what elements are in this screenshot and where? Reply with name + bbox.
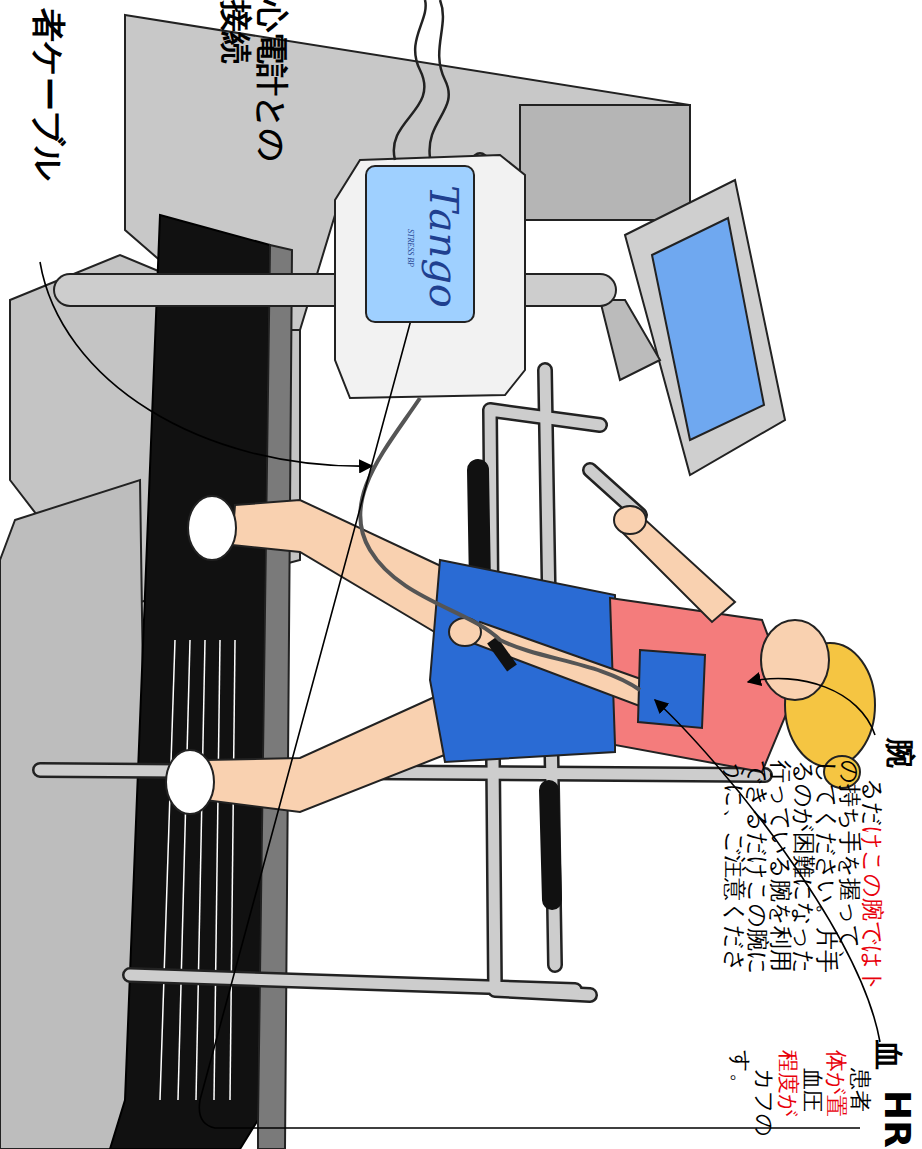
text-run: 体が置 <box>824 1050 849 1117</box>
text-run: るだ <box>860 778 886 826</box>
ecg-wires <box>394 0 449 160</box>
monitor-housing <box>335 155 525 398</box>
model-name: STRESS BP <box>406 229 415 267</box>
text-line: す。 <box>728 1050 752 1137</box>
text-run: けこの腕ではト <box>860 826 886 993</box>
text-line: るのが困難になった <box>792 760 815 993</box>
callout-heading: HR <box>877 1090 918 1148</box>
callout-note: るだけこの腕ではトの持ち手を握って、してください。片手るのが困難になった行ってい… <box>723 760 884 993</box>
text-line: うに、ご注意くださ <box>723 760 746 993</box>
monitor-mount <box>600 300 660 380</box>
monitor-screen-box: Tango STRESS BP <box>365 165 475 323</box>
text-line: るだけこの腕ではト <box>861 760 884 993</box>
patient-cable <box>360 398 640 690</box>
text-run: す。 <box>728 1050 753 1095</box>
text-line: 血圧 <box>800 1050 824 1137</box>
callout-heading: 心電計との接続 <box>218 0 290 175</box>
treadmill-belt <box>110 215 270 1149</box>
text-run: できるだけこの腕に <box>745 760 771 975</box>
belt-stripes <box>160 640 235 1100</box>
text-run: 患者 <box>848 1068 873 1112</box>
text-run: カフの <box>752 1068 777 1137</box>
text-line: 体が置 <box>824 1050 848 1137</box>
leader-lines <box>40 262 880 1128</box>
text-line: してください。片手 <box>815 760 838 993</box>
text-run: 程度が <box>776 1050 801 1117</box>
text-run: してください。片手 <box>814 760 840 973</box>
brand-name: Tango <box>421 185 467 308</box>
text-line: 行っている腕を利用 <box>769 760 792 993</box>
text-line: の持ち手を握って、 <box>838 760 861 993</box>
callout-heading: 血 <box>871 1040 906 1070</box>
text-run: うに、ご注意くださ <box>722 760 748 973</box>
text-line: 程度が <box>776 1050 800 1137</box>
text-run: の持ち手を握って、 <box>837 760 863 972</box>
monitor-screen <box>652 218 764 440</box>
callout-heading: 腕 <box>883 738 918 768</box>
callout-note: 患者体が置血圧程度がカフのす。 <box>728 1050 872 1137</box>
callout-heading: 者ケーブル <box>29 8 68 181</box>
monitor-frame <box>625 180 785 475</box>
handrail-tubes <box>40 160 765 995</box>
text-run: るのが困難になった <box>791 760 817 974</box>
text-line: カフの <box>752 1050 776 1137</box>
text-run: 血圧 <box>800 1068 825 1112</box>
text-line: できるだけこの腕に <box>746 760 769 993</box>
belt-frame <box>258 245 292 1149</box>
console-arm <box>520 105 690 220</box>
text-line: 患者 <box>848 1050 872 1137</box>
text-run: 行っている腕を利用 <box>768 760 794 972</box>
